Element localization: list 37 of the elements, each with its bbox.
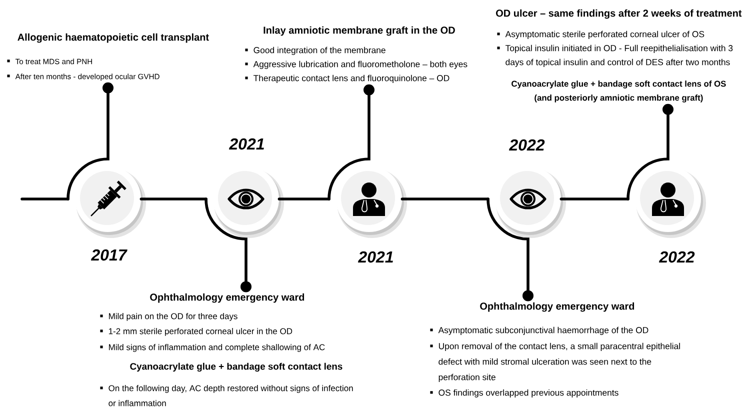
list-item: Aggressive lubrication and fluorometholone – both eyes [253,60,468,69]
list-item: Asymptomatic subconjunctival haemorrhage of the OD [438,326,648,335]
list-item: Topical insulin initiated in OD - Full reepithelialisation with 3 days of topical insulin and control of DES after two months [506,44,733,67]
year-label: 2021 [358,251,393,263]
year-label: 2021 [228,138,264,150]
leader-line [328,84,374,200]
list-item: Good integration of the membrane [254,46,386,55]
timeline-line [140,198,208,200]
year-label: 2022 [658,251,695,263]
list-item: Upon removal of the contact lens, a small paracentral epithelial defect with mild stromal ulceration was seen next to the perforation site [438,342,680,382]
leader-line [626,104,674,200]
list-item: Mild signs of inflammation and complete shallowing of AC [109,344,325,352]
icon-circle [495,166,566,238]
timeline-line [400,198,490,200]
heading: Inlay amniotic membrane graft in the OD [264,26,455,36]
subheading: Cyanoacrylate glue + bandage soft contact lens [130,362,342,372]
leader-line [66,82,114,200]
list-item: OS findings overlapped previous appointments [438,389,618,398]
heading: OD ulcer – same findings after 2 weeks of treatment [496,9,742,19]
timeline-line [278,198,330,200]
list-item: 1-2 mm sterile perforated corneal ulcer in the OD [108,328,292,336]
leader-line [486,198,534,302]
heading: Ophthalmology emergency ward [150,293,304,303]
list-item: Therapeutic contact lens and fluoroquinolone – OD [254,74,450,83]
icon-circle [213,166,284,238]
timeline-line [20,198,70,200]
year-label: 2022 [508,139,545,151]
list-item: Asymptomatic sterile perforated corneal ulcer of OS [505,30,704,39]
subheading: Cyanoacrylate glue + bandage soft contact lens of OS (and posteriorly amniotic membrane graft) [512,80,726,102]
heading: Ophthalmology emergency ward [480,302,634,312]
timeline-line [560,198,630,200]
list-item: On the following day, AC depth restored without signs of infection or inflammation [108,384,353,406]
list-item: Mild pain on the OD for three days [109,312,238,321]
year-label: 2017 [90,249,128,261]
heading: Allogenic haematopoietic cell transplant [18,33,209,43]
leader-line [204,198,252,292]
icon-circle [75,166,146,238]
